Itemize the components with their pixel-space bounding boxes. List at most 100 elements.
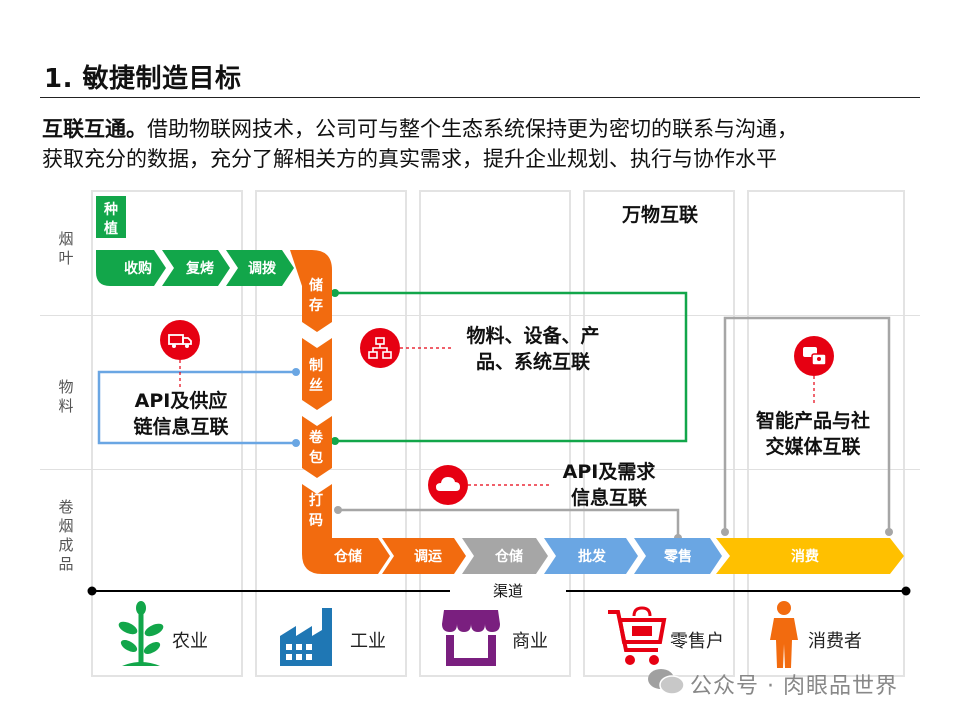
- intro-line-1: 互联互通。借助物联网技术，公司可与整个生态系统保持更为密切的联系与沟通，: [42, 114, 798, 144]
- green-link-line: [335, 291, 688, 443]
- channel-end-dot: [901, 586, 911, 596]
- label-wanwu: 万物互联: [621, 204, 698, 226]
- column-retail: [583, 190, 735, 677]
- stage-retail-block: [634, 538, 722, 574]
- row-divider-2: [40, 469, 920, 470]
- shop-icon: [442, 610, 500, 666]
- stage-rolling-label-1: 卷: [308, 429, 324, 446]
- factory-icon: [280, 608, 332, 666]
- gray-link-line: [338, 508, 680, 538]
- sector-agriculture: 农业: [172, 631, 208, 652]
- stage-consumption-block: [716, 538, 904, 574]
- stage-coding-label-1: 打: [309, 492, 323, 509]
- stage-storage-label-2: 存: [309, 297, 323, 314]
- row-label-text: 卷烟成品: [56, 498, 76, 574]
- link-dot: [721, 528, 729, 536]
- label-line: 链信息互联: [133, 416, 229, 438]
- stage-wholesale-block: [544, 538, 638, 574]
- row-label-tobacco-leaf: 烟叶: [56, 230, 76, 268]
- label-line: 智能产品与社: [755, 410, 870, 432]
- label-api-supply: API及供应链信息互联: [118, 388, 244, 440]
- stage-warehouse-2-block: [462, 538, 548, 574]
- truck-icon: [168, 334, 192, 348]
- stage-wholesale-label: 批发: [578, 548, 607, 565]
- person-icon: [770, 601, 798, 668]
- stage-redrying-block: [162, 250, 230, 286]
- stage-allocation-label: 调拨: [248, 260, 277, 277]
- sector-industry: 工业: [350, 631, 386, 652]
- stage-planting-label-1: 种: [103, 201, 118, 218]
- stage-redrying-label: 复烤: [185, 260, 214, 277]
- stage-transport-label: 调运: [414, 549, 442, 565]
- chat-badge: [794, 336, 834, 376]
- stage-retail-label: 零售: [663, 548, 692, 565]
- network-icon: [368, 337, 392, 359]
- stage-warehouse-2-label: 仓储: [494, 548, 523, 565]
- link-dot: [331, 437, 339, 445]
- row-divider-1: [40, 315, 920, 316]
- sector-commerce: 商业: [512, 631, 548, 652]
- channel-label-bg: [450, 580, 566, 602]
- watermark: 公众号 · 肉眼品世界: [690, 674, 898, 699]
- stacked-char: 料: [58, 397, 74, 415]
- label-line: API及需求: [562, 461, 656, 483]
- label-line: 品、系统互联: [475, 351, 590, 373]
- stacked-char: 烟: [58, 230, 74, 248]
- stacked-char: 物: [58, 378, 74, 396]
- link-dot: [334, 506, 342, 514]
- stacked-char: 品: [58, 555, 74, 573]
- column-consumer: [747, 190, 905, 677]
- network-badge: [360, 328, 400, 368]
- link-dot: [292, 368, 300, 376]
- chat-icon: [803, 347, 827, 366]
- label-line: 交媒体互联: [765, 436, 861, 458]
- label-material-interconnect: 物料、设备、产品、系统互联: [448, 323, 618, 375]
- label-api-demand: API及需求信息互联: [546, 459, 672, 511]
- link-dot: [292, 439, 300, 447]
- intro-line-2: 获取充分的数据，充分了解相关方的真实需求，提升企业规划、执行与协作水平: [42, 147, 777, 171]
- row-label-material: 物料: [56, 378, 76, 416]
- sector-retail: 零售户: [670, 631, 724, 652]
- intro-line-1-rest: 借助物联网技术，公司可与整个生态系统保持更为密切的联系与沟通，: [147, 117, 798, 141]
- row-label-finished-cigarette: 卷烟成品: [56, 498, 76, 574]
- cloud-icon: [436, 477, 460, 491]
- stacked-char: 烟: [58, 517, 74, 535]
- wechat-icon: [648, 669, 685, 695]
- sector-consumer: 消费者: [808, 631, 862, 652]
- label-line: 信息互联: [570, 487, 647, 509]
- row-label-text: 烟叶: [56, 230, 76, 268]
- plant-icon: [118, 601, 164, 666]
- row-label-text: 物料: [56, 378, 76, 416]
- truck-badge: [160, 320, 200, 360]
- stacked-char: 成: [58, 536, 74, 554]
- stage-shredding-label-1: 制: [309, 357, 323, 374]
- stacked-char: 卷: [58, 498, 74, 516]
- stage-consumption-label: 消费: [791, 548, 819, 565]
- stage-shredding-block: [302, 338, 332, 410]
- cart-icon: [608, 606, 667, 665]
- stage-allocation-block: [226, 250, 294, 286]
- intro-lead: 互联互通。: [42, 117, 147, 141]
- title-divider: [40, 97, 920, 98]
- stage-rolling-label-2: 包: [309, 449, 323, 466]
- stage-rolling-block: [302, 416, 332, 478]
- stage-coding-label-2: 码: [309, 513, 323, 529]
- channel-start-dot: [87, 586, 97, 596]
- label-smart-social: 智能产品与社交媒体互联: [738, 408, 888, 460]
- cloud-badge: [428, 465, 468, 505]
- stacked-char: 叶: [58, 249, 74, 267]
- stage-planting-label-2: 植: [103, 220, 118, 237]
- stage-shredding-label-2: 丝: [309, 377, 323, 394]
- page-title: 1. 敏捷制造目标: [44, 64, 242, 94]
- stage-purchase-label: 收购: [124, 260, 152, 277]
- link-dot: [331, 289, 339, 297]
- stage-storage-label-1: 储: [308, 277, 323, 294]
- link-dot: [885, 528, 893, 536]
- gray-social-line: [723, 316, 891, 532]
- stage-warehouse-label: 仓储: [333, 548, 362, 565]
- stage-planting-block: [96, 196, 126, 238]
- stage-transport-block: [382, 538, 466, 574]
- stage-storage-block: [290, 250, 332, 332]
- stage-purchase-block: [96, 250, 166, 286]
